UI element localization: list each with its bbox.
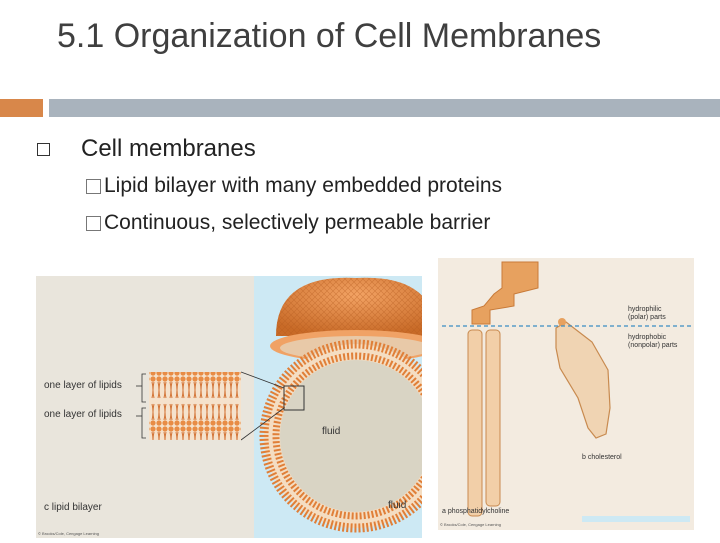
label-hydrophobic-line2: (nonpolar) parts: [628, 342, 678, 349]
lipid-bilayer-illustration: [36, 276, 453, 538]
bullet-box-icon: [37, 143, 50, 156]
title-accent-bar: [0, 99, 43, 117]
label-hydrophobic: hydrophobic (nonpolar) parts: [628, 334, 677, 350]
credit-right: © Brooks/Cole, Cengage Learning: [440, 522, 501, 527]
label-hydrophilic-line1: hydrophilic: [628, 306, 662, 313]
caption-lipid-bilayer: c lipid bilayer: [44, 502, 102, 513]
caption-phosphatidylcholine: a phosphatidylcholine: [442, 508, 510, 515]
molecule-figure: hydrophilic (polar) parts hydrophobic (n…: [438, 258, 694, 530]
lipid-bilayer-figure: one layer of lipids one layer of lipids …: [36, 276, 453, 538]
label-hydrophilic: hydrophilic (polar) parts: [628, 306, 666, 322]
label-fluid-outside: fluid: [388, 500, 407, 511]
subbullet-box-icon: [86, 179, 101, 194]
subbullet-lipid-bilayer: Lipid bilayer with many embedded protein…: [104, 174, 503, 197]
subbullet-continuous-barrier: Continuous, selectively permeable barrie…: [104, 211, 491, 234]
label-hydrophobic-line1: hydrophobic: [628, 334, 667, 341]
credit-left: © Brooks/Cole, Cengage Learning: [38, 531, 99, 536]
label-lipid-layer-2: one layer of lipids: [44, 409, 122, 420]
label-fluid-inside: fluid: [322, 426, 341, 437]
label-lipid-layer-1: one layer of lipids: [44, 380, 122, 391]
title-divider-bar: [49, 99, 720, 117]
slide-title: 5.1 Organization of Cell Membranes: [57, 17, 602, 55]
subbullet-box-icon: [86, 216, 101, 231]
molecule-illustration: [438, 258, 694, 530]
caption-cholesterol: b cholesterol: [582, 454, 622, 461]
bullet-cell-membranes: Cell membranes: [81, 135, 256, 162]
label-hydrophilic-line2: (polar) parts: [628, 314, 666, 321]
